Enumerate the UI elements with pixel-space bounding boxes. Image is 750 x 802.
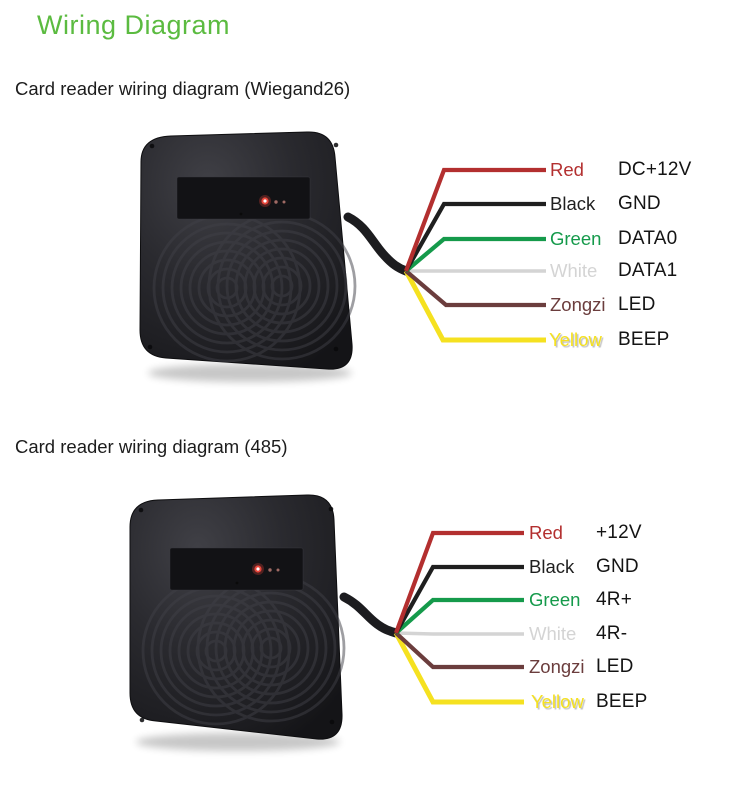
- wire-red: [394, 530, 524, 634]
- wire-color-label: White: [529, 623, 577, 644]
- wire-black: [404, 201, 546, 273]
- wire-function-label: GND: [596, 556, 639, 577]
- section-heading-wiegand26: Card reader wiring diagram (Wiegand26): [15, 78, 351, 99]
- corner-screws: [138, 506, 335, 725]
- led-window: [169, 547, 304, 591]
- cable: [339, 592, 401, 638]
- wiring-diagram-485: [129, 494, 524, 751]
- status-led-core: [256, 567, 260, 571]
- dim-led-icon: [282, 200, 286, 204]
- wire-function-label: BEEP: [618, 329, 670, 350]
- wire-zongzi: [404, 269, 546, 308]
- device-shadow: [136, 733, 340, 751]
- wire-zongzi: [394, 631, 524, 670]
- wire-function-label: DATA0: [618, 228, 678, 249]
- wire-color-label: Zongzi: [529, 656, 585, 677]
- dim-led-icon: [274, 200, 278, 204]
- wire-function-label: LED: [618, 294, 656, 315]
- status-led-core: [263, 199, 267, 203]
- wire-red: [404, 167, 546, 272]
- wire-white: [395, 631, 524, 636]
- cable: [343, 212, 411, 276]
- wire-color-label: Red: [529, 522, 563, 543]
- wire-color-label: White: [550, 260, 598, 281]
- section-heading-485: Card reader wiring diagram (485): [15, 436, 288, 457]
- wire-color-label: Black: [550, 193, 596, 214]
- corner-screws: [147, 142, 339, 352]
- led-window: [176, 176, 311, 220]
- wire-function-label: GND: [618, 193, 661, 214]
- mic-hole: [235, 581, 239, 585]
- wire-function-label: BEEP: [596, 691, 648, 712]
- antenna-ripple-pattern: [141, 573, 346, 726]
- dim-led-icon: [268, 568, 272, 572]
- wire-color-label: Green: [550, 228, 602, 249]
- wire-green: [394, 597, 524, 635]
- antenna-ripple-pattern: [152, 211, 357, 363]
- device-shadow: [148, 364, 352, 382]
- wire-function-label: 4R-: [596, 623, 628, 644]
- dim-led-icon: [276, 568, 280, 572]
- wire-function-label: LED: [596, 656, 634, 677]
- wire-color-label: Yellow: [531, 691, 584, 712]
- wire-function-label: DC+12V: [618, 159, 692, 180]
- wire-function-label: 4R+: [596, 589, 632, 610]
- page-title: Wiring Diagram: [37, 10, 231, 40]
- wire-color-label: Zongzi: [550, 294, 606, 315]
- wire-color-label: Red: [550, 159, 584, 180]
- wire-green: [404, 236, 546, 273]
- wiring-diagram-wiegand26: [139, 131, 546, 382]
- wire-color-label: Black: [529, 556, 575, 577]
- wire-yellow: [393, 631, 524, 705]
- wire-yellow: [403, 269, 546, 343]
- wire-function-label: DATA1: [618, 260, 678, 281]
- wire-function-label: +12V: [596, 522, 642, 543]
- mic-hole: [239, 212, 243, 216]
- wire-color-label: Green: [529, 589, 581, 610]
- card-reader-body: [139, 131, 353, 370]
- wire-color-label: Yellow: [549, 329, 602, 350]
- wire-black: [394, 564, 524, 635]
